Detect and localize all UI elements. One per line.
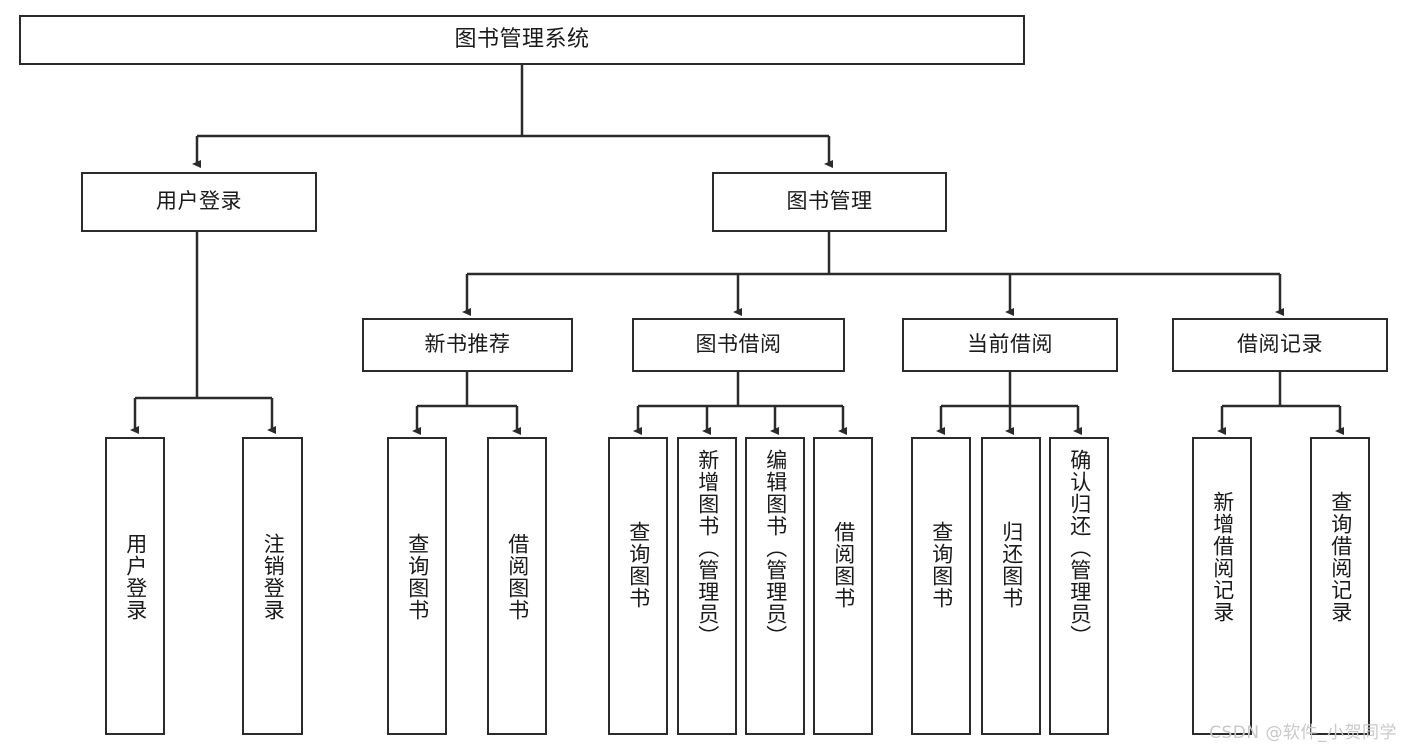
node-borrow-record[interactable]: 借阅记录	[1172, 318, 1388, 372]
node-new-book-recommend[interactable]: 新书推荐	[362, 318, 573, 372]
node-label: 图书管理	[786, 189, 873, 214]
node-user-login[interactable]: 用户登录	[81, 172, 317, 232]
node-label: 当前借阅	[967, 332, 1053, 357]
node-book-borrow[interactable]: 图书借阅	[632, 318, 845, 372]
node-root-system[interactable]: 图书管理系统	[19, 15, 1025, 65]
leaf-bookborrow-add-book-admin[interactable]: 新增图书（管理员）	[677, 437, 737, 735]
node-current-borrow[interactable]: 当前借阅	[902, 318, 1118, 372]
leaf-label: 查询图书	[929, 521, 954, 609]
leaf-user-login-signout[interactable]: 注销登录	[242, 437, 303, 735]
leaf-currentborrow-confirm-return-admin[interactable]: 确认归还（管理员）	[1049, 437, 1109, 735]
leaf-label: 用户登录	[123, 533, 148, 621]
leaf-label: 借阅图书	[831, 521, 856, 609]
leaf-label: 新增借阅记录	[1210, 491, 1235, 623]
node-label: 用户登录	[156, 189, 242, 214]
watermark: CSDN @软件_小贺同学	[1209, 723, 1397, 743]
leaf-newbook-borrow-book[interactable]: 借阅图书	[487, 437, 547, 735]
leaf-currentborrow-query-book[interactable]: 查询图书	[911, 437, 971, 735]
leaf-bookborrow-edit-book-admin[interactable]: 编辑图书（管理员）	[745, 437, 805, 735]
leaf-label: 确认归还（管理员）	[1067, 449, 1092, 647]
leaf-borrowrecord-add-record[interactable]: 新增借阅记录	[1192, 437, 1252, 735]
leaf-label: 借阅图书	[505, 533, 530, 621]
leaf-bookborrow-query-book[interactable]: 查询图书	[608, 437, 668, 735]
leaf-label: 查询图书	[626, 521, 651, 609]
leaf-label: 查询图书	[405, 533, 430, 621]
leaf-bookborrow-borrow-book[interactable]: 借阅图书	[813, 437, 873, 735]
node-label: 图书管理系统	[454, 26, 590, 52]
leaf-label: 注销登录	[261, 533, 286, 621]
leaf-borrowrecord-query-record[interactable]: 查询借阅记录	[1310, 437, 1370, 735]
leaf-user-login-signin[interactable]: 用户登录	[105, 437, 165, 735]
leaf-newbook-query-book[interactable]: 查询图书	[387, 437, 447, 735]
node-label: 新书推荐	[424, 332, 511, 357]
leaf-label: 编辑图书（管理员）	[763, 449, 788, 647]
node-label: 借阅记录	[1237, 332, 1323, 357]
leaf-currentborrow-return-book[interactable]: 归还图书	[981, 437, 1041, 735]
leaf-label: 查询借阅记录	[1328, 491, 1353, 623]
node-book-manage[interactable]: 图书管理	[712, 172, 947, 232]
node-label: 图书借阅	[695, 332, 782, 357]
leaf-label: 新增图书（管理员）	[695, 449, 720, 647]
leaf-label: 归还图书	[999, 521, 1024, 609]
